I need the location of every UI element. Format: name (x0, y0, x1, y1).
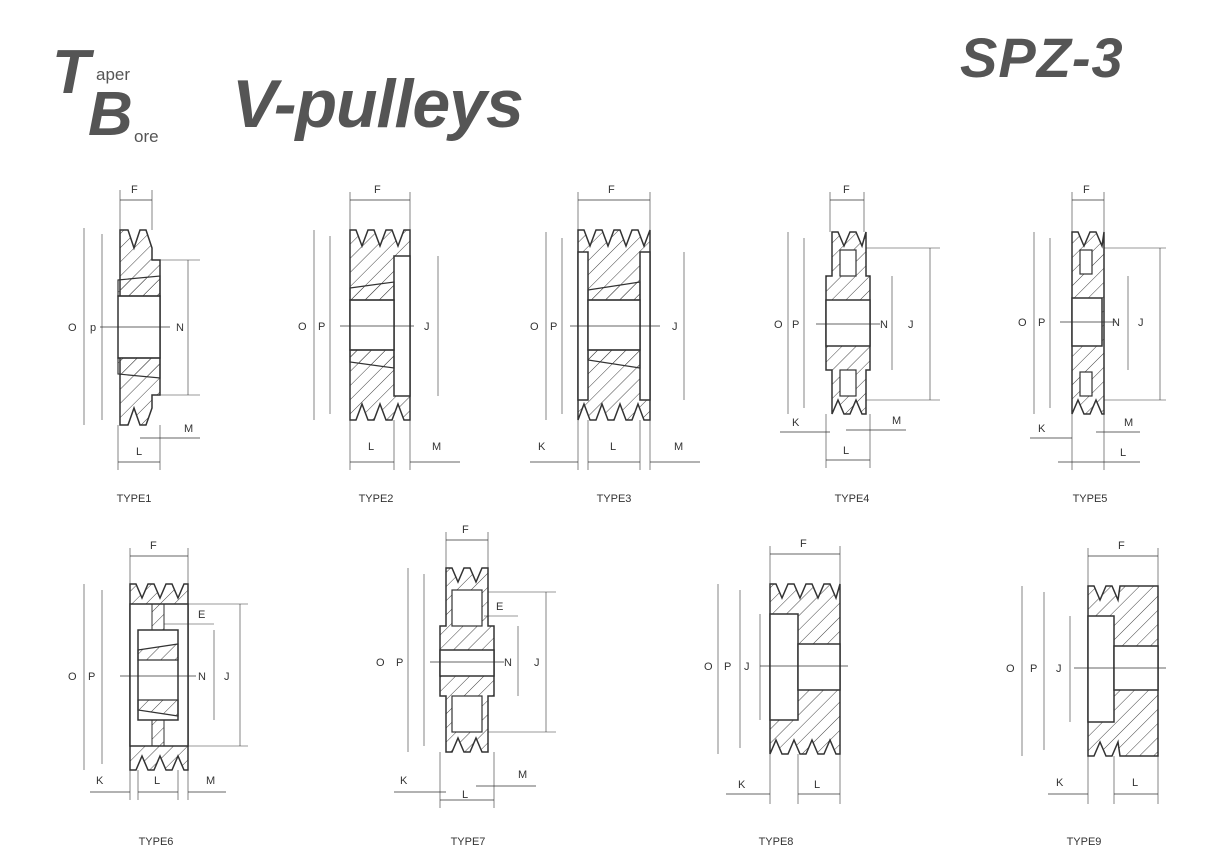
type6-e: E (198, 609, 205, 621)
type6-k: K (96, 775, 104, 787)
type1-m: M (184, 423, 193, 435)
type9-k: K (1056, 777, 1064, 789)
type5-n: N (1112, 317, 1120, 329)
logo-text-aper: aper (96, 65, 131, 84)
type5-p: P (1038, 317, 1045, 329)
type1-f: F (131, 184, 138, 196)
type3-k: K (538, 441, 546, 453)
type7-n: N (504, 657, 512, 669)
logo-text-ore: ore (134, 127, 159, 146)
type1-drawing: F O p N M L (68, 184, 200, 470)
type4-n: N (880, 319, 888, 331)
type8-o: O (704, 661, 713, 673)
type7-e: E (496, 601, 503, 613)
type6-m: M (206, 775, 215, 787)
type3-o: O (530, 321, 539, 333)
type2-l: L (368, 441, 374, 453)
type4-j: J (908, 319, 914, 331)
type6-f: F (150, 540, 157, 552)
type5-drawing: F O P N J K M L (1018, 184, 1166, 470)
type7-drawing: F E O P N J K M L (376, 524, 556, 808)
type-label-9: TYPE9 (1066, 836, 1102, 848)
type5-k: K (1038, 423, 1046, 435)
type-label-3: TYPE3 (596, 493, 632, 505)
logo-letter-t: T (52, 38, 90, 107)
type3-l: L (610, 441, 616, 453)
type8-f: F (800, 538, 807, 550)
type6-o: O (68, 671, 77, 683)
type-label-5: TYPE5 (1072, 493, 1108, 505)
logo-letter-b: B (88, 80, 133, 149)
type2-m: M (432, 441, 441, 453)
type3-j: J (672, 321, 678, 333)
type9-drawing: F O P J K L (1006, 540, 1166, 804)
type6-drawing: F E O P N J K L M (68, 540, 248, 800)
type-label-2: TYPE2 (358, 493, 394, 505)
type8-p: P (724, 661, 731, 673)
type7-k: K (400, 775, 408, 787)
type-label-4: TYPE4 (834, 493, 870, 505)
type-label-8: TYPE8 (758, 836, 794, 848)
type4-l: L (843, 445, 849, 457)
type5-f: F (1083, 184, 1090, 196)
type1-l: L (136, 446, 142, 458)
type7-j: J (534, 657, 540, 669)
type-label-1: TYPE1 (116, 493, 152, 505)
type8-drawing: F O P J K L (704, 538, 848, 804)
type5-o: O (1018, 317, 1027, 329)
type2-f: F (374, 184, 381, 196)
type2-j: J (424, 321, 430, 333)
type4-p: P (792, 319, 799, 331)
type2-p: P (318, 321, 325, 333)
type4-m: M (892, 415, 901, 427)
type7-f: F (462, 524, 469, 536)
type2-drawing: F O P J L M (298, 184, 460, 470)
type4-o: O (774, 319, 783, 331)
type9-j: J (1056, 663, 1062, 675)
type5-j: J (1138, 317, 1144, 329)
type8-j: J (744, 661, 750, 673)
type2-o: O (298, 321, 307, 333)
type9-l: L (1132, 777, 1138, 789)
type1-n: N (176, 322, 184, 334)
type1-o: O (68, 322, 77, 334)
type6-n: N (198, 671, 206, 683)
type9-f: F (1118, 540, 1125, 552)
type3-f: F (608, 184, 615, 196)
type-label-7: TYPE7 (450, 836, 486, 848)
type3-m: M (674, 441, 683, 453)
type9-p: P (1030, 663, 1037, 675)
type7-m: M (518, 769, 527, 781)
type6-p: P (88, 671, 95, 683)
type5-m: M (1124, 417, 1133, 429)
type6-l: L (154, 775, 160, 787)
type9-o: O (1006, 663, 1015, 675)
type4-k: K (792, 417, 800, 429)
type4-drawing: F O P N J K M L (774, 184, 940, 468)
page-title: V-pulleys (232, 66, 524, 142)
type-label-6: TYPE6 (138, 836, 174, 848)
type3-drawing: F O P J K L M (530, 184, 700, 470)
type6-j: J (224, 671, 230, 683)
product-code: SPZ-3 (960, 26, 1124, 89)
type4-f: F (843, 184, 850, 196)
type1-p: p (90, 322, 96, 334)
type7-o: O (376, 657, 385, 669)
type8-k: K (738, 779, 746, 791)
type7-p: P (396, 657, 403, 669)
type5-l: L (1120, 447, 1126, 459)
type7-l: L (462, 789, 468, 801)
type8-l: L (814, 779, 820, 791)
type3-p: P (550, 321, 557, 333)
